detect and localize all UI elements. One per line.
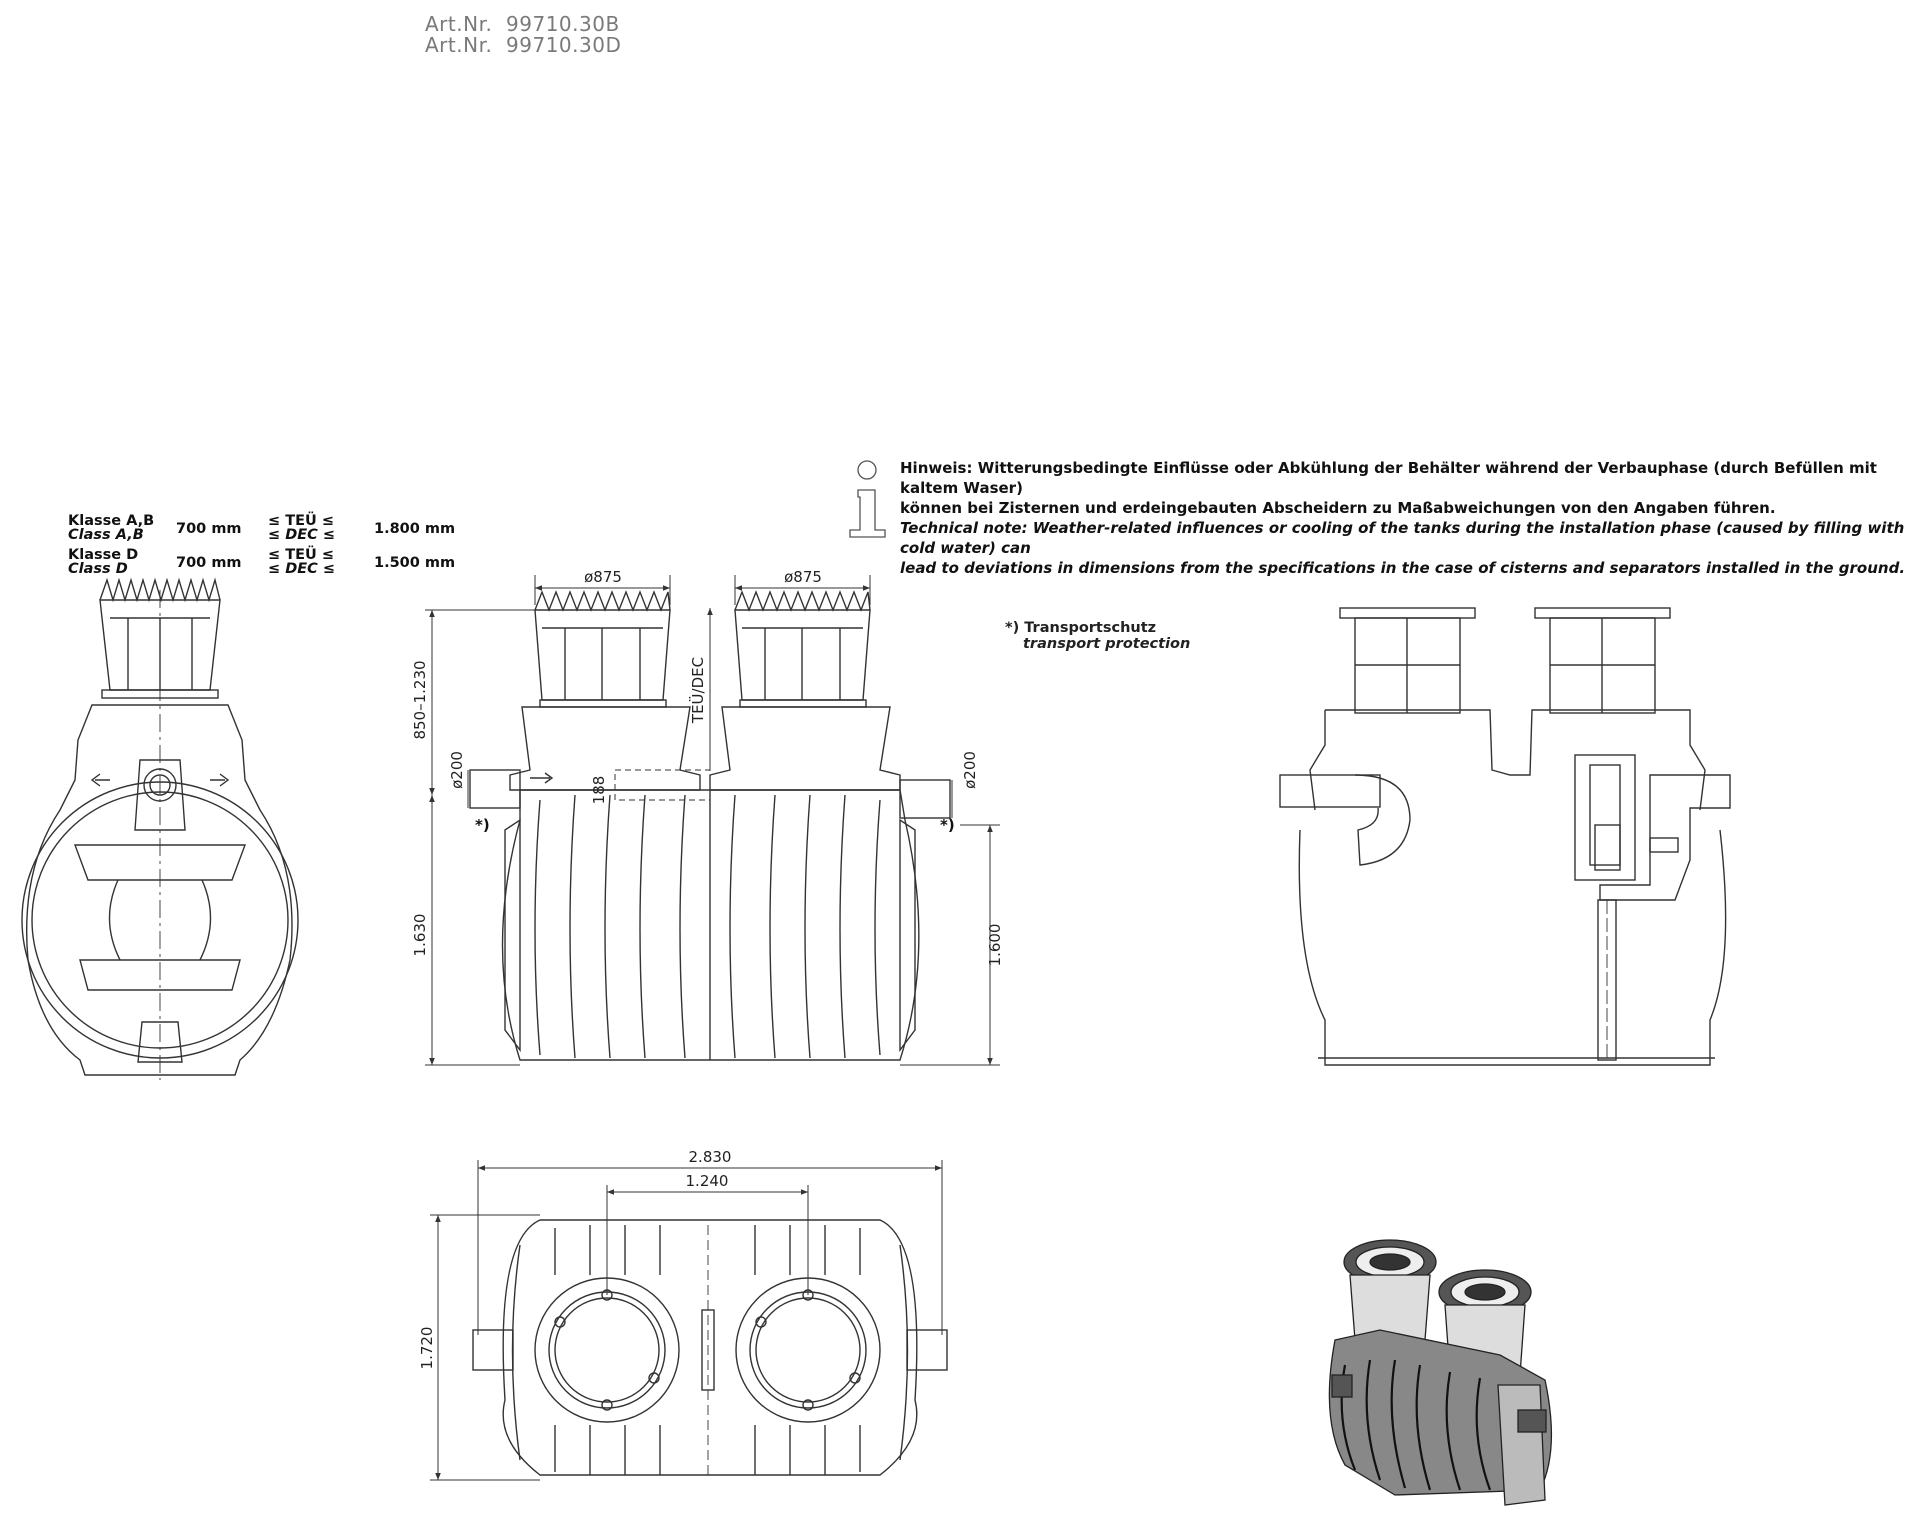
dim-offset: 188 (590, 776, 608, 805)
hint-en-line-2: lead to deviations in dimensions from th… (900, 559, 1906, 577)
dim-total-width: 1.720 (418, 1327, 436, 1370)
transport-protection-note: *) Transportschutz transport protection (1005, 620, 1191, 652)
class-d-min: 700 mm (176, 555, 242, 571)
hint-en-line-1: Technical note: Weather-related influenc… (900, 519, 1905, 557)
dim-shaft-dia-right: ø875 (784, 568, 822, 586)
section-view (1279, 607, 1731, 1066)
hint-de-line-1: Hinweis: Witterungsbedingte Einflüsse od… (900, 459, 1877, 497)
top-view-dimensions (430, 1160, 943, 1481)
dim-total-length: 2.830 (689, 1148, 732, 1166)
art-nr-2: Art.Nr. 99710.30D (425, 33, 622, 57)
front-view-dimensions (425, 575, 1000, 1066)
dim-pipe-in: ø200 (448, 751, 466, 789)
dim-star-right: *) (940, 816, 955, 834)
dim-shaft-height: 850–1.230 (411, 660, 429, 739)
dim-star-left: *) (475, 816, 490, 834)
class-ab-max: 1.800 mm (374, 521, 456, 537)
art-nr-1: Art.Nr. 99710.30B (425, 12, 620, 36)
end-view (21, 577, 299, 1080)
info-icon (849, 460, 886, 538)
top-view (472, 1219, 948, 1476)
top-view-labels: 2.830 1.240 1.720 (418, 1148, 731, 1369)
class-d-name: Klasse D Class D (68, 547, 139, 577)
technical-hint: Hinweis: Witterungsbedingte Einflüsse od… (900, 458, 1910, 578)
front-view (469, 590, 951, 1061)
dim-shaft-spacing: 1.240 (686, 1172, 729, 1190)
class-ab-range: ≤ TEÜ ≤ ≤ DEC ≤ (268, 513, 335, 543)
dim-height-inlet: 1.630 (411, 914, 429, 957)
class-ab-name: Klasse A,B Class A,B (68, 513, 155, 543)
class-d-range: ≤ TEÜ ≤ ≤ DEC ≤ (268, 547, 335, 577)
dim-pipe-out: ø200 (961, 751, 979, 789)
hint-de-line-2: können bei Zisternen und erdeingebauten … (900, 499, 1776, 517)
dim-height-outlet: 1.600 (986, 924, 1004, 967)
dim-teu-dec: TEÜ/DEC (688, 657, 707, 724)
class-ab-min: 700 mm (176, 521, 242, 537)
front-view-labels: ø875 ø875 850–1.230 TEÜ/DEC ø200 ø200 18… (411, 568, 1004, 966)
class-d-max: 1.500 mm (374, 555, 456, 571)
isometric-view (1328, 1239, 1553, 1506)
dim-shaft-dia-left: ø875 (584, 568, 622, 586)
